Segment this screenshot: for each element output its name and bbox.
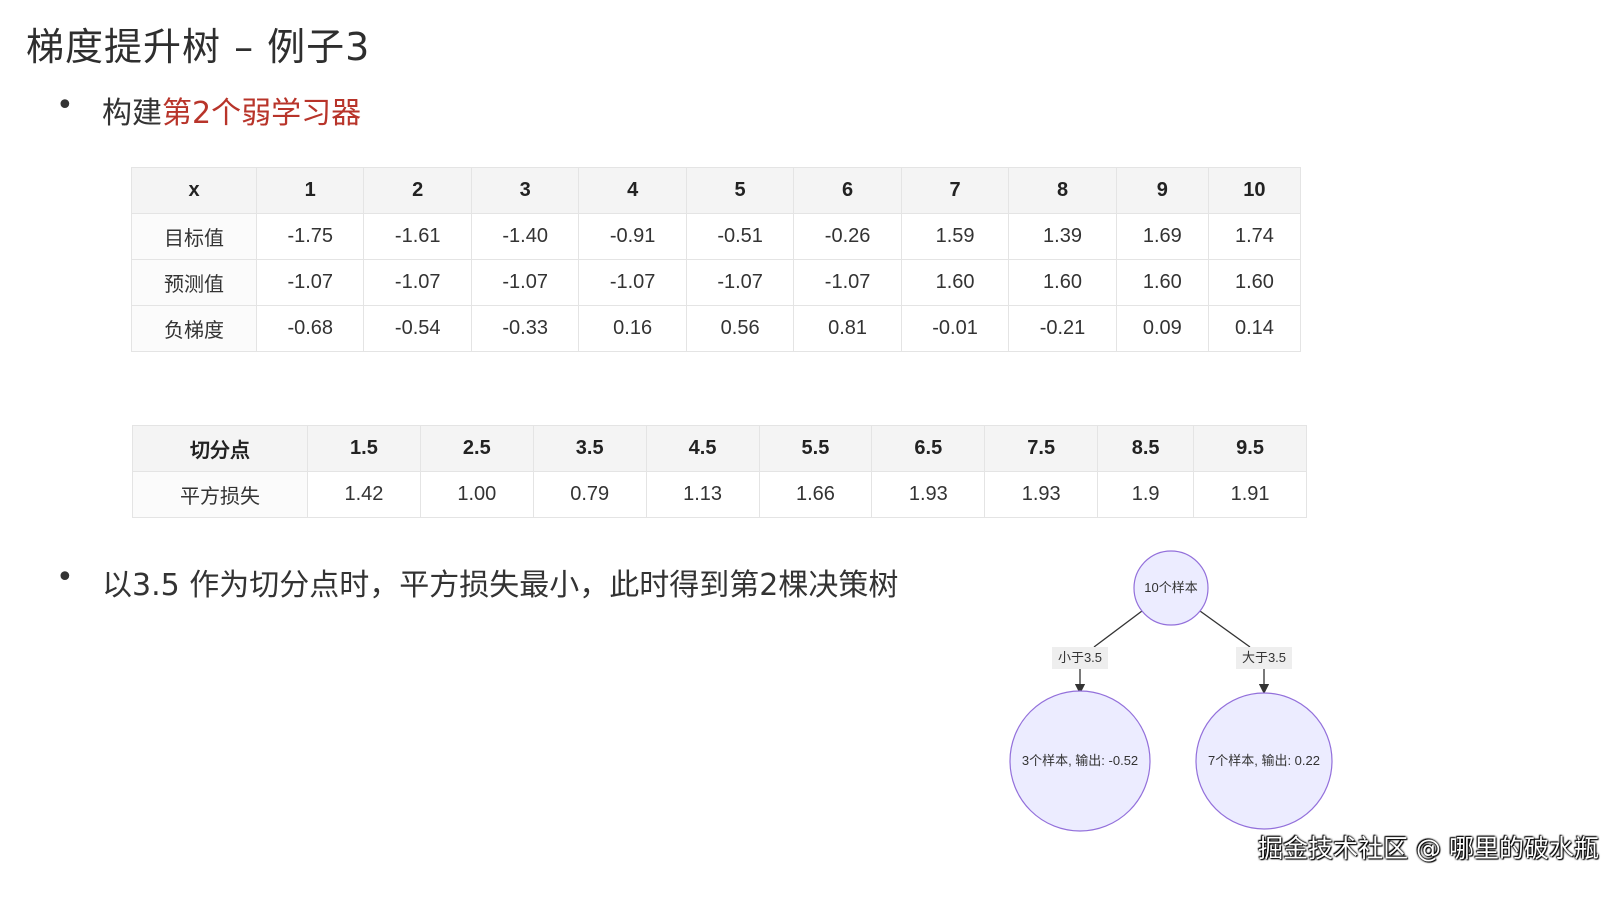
row-label: 预测值 <box>131 259 257 306</box>
table-cell: 0.79 <box>532 471 647 518</box>
root-node-label: 10个样本 <box>1144 580 1197 595</box>
table-cell: 1.66 <box>758 471 873 518</box>
table-cell: 1.60 <box>1115 259 1209 306</box>
table-cell: 1.00 <box>419 471 534 518</box>
bullet-dot: • <box>56 88 74 123</box>
header-cell: 切分点 <box>132 425 308 472</box>
table-cell: -0.91 <box>578 213 687 260</box>
table-cell: -0.26 <box>793 213 902 260</box>
table-cell: 1.60 <box>1207 259 1302 306</box>
header-cell: x <box>131 167 257 214</box>
header-cell: 8 <box>1008 167 1117 214</box>
header-cell: 8.5 <box>1097 425 1195 472</box>
table-cell: 0.16 <box>578 305 687 352</box>
table-cell: -1.75 <box>255 213 365 260</box>
bullet-highlight: 第2个弱学习器 <box>162 96 362 131</box>
header-cell: 3 <box>470 167 580 214</box>
table-cell: 1.69 <box>1115 213 1209 260</box>
root-node <box>1133 550 1209 626</box>
gradient-table: x 1 2 3 4 5 6 7 8 9 10 目标值 -1.75 -1.61 -… <box>131 167 1302 352</box>
table-cell: 1.39 <box>1008 213 1117 260</box>
page-title: 梯度提升树 – 例子3 <box>26 25 371 69</box>
header-cell: 5.5 <box>758 425 873 472</box>
header-cell: 7 <box>900 167 1010 214</box>
header-cell: 6 <box>793 167 902 214</box>
header-cell: 10 <box>1207 167 1302 214</box>
table-row: 负梯度 -0.68 -0.54 -0.33 0.16 0.56 0.81 -0.… <box>131 305 1302 352</box>
table-cell: -1.07 <box>685 259 795 306</box>
header-cell: 1.5 <box>307 425 421 472</box>
header-cell: 9.5 <box>1193 425 1307 472</box>
table-cell: 0.09 <box>1115 305 1209 352</box>
table-cell: 1.93 <box>871 471 986 518</box>
table-cell: 1.93 <box>984 471 1099 518</box>
table-cell: -0.54 <box>363 305 472 352</box>
row-label: 目标值 <box>131 213 257 260</box>
right-edge-line <box>1199 610 1251 648</box>
watermark: 掘金技术社区 @ 哪里的破水瓶 <box>1258 834 1599 863</box>
bullet-prefix: 构建 <box>102 96 162 131</box>
table-cell: -0.21 <box>1008 305 1117 352</box>
header-cell: 6.5 <box>871 425 986 472</box>
bullet-text: 以3.5 作为切分点时，平方损失最小，此时得到第2棵决策树 <box>102 568 899 603</box>
table-cell: -0.51 <box>685 213 795 260</box>
table-cell: -1.07 <box>255 259 365 306</box>
header-cell: 2 <box>363 167 472 214</box>
right-leaf-label: 7个样本, 输出: 0.22 <box>1208 753 1320 768</box>
table-cell: 1.60 <box>1008 259 1117 306</box>
table-row: 预测值 -1.07 -1.07 -1.07 -1.07 -1.07 -1.07 … <box>131 259 1302 306</box>
table-cell: 0.14 <box>1207 305 1302 352</box>
table-cell: 0.56 <box>685 305 795 352</box>
table-cell: 1.74 <box>1207 213 1302 260</box>
table-cell: 1.91 <box>1193 471 1307 518</box>
header-cell: 4 <box>578 167 687 214</box>
table-cell: -1.07 <box>363 259 472 306</box>
row-label: 平方损失 <box>132 471 308 518</box>
header-cell: 1 <box>255 167 365 214</box>
left-leaf-label: 3个样本, 输出: -0.52 <box>1022 753 1138 768</box>
header-cell: 7.5 <box>984 425 1099 472</box>
header-cell: 4.5 <box>645 425 760 472</box>
table-cell: -1.61 <box>363 213 472 260</box>
table-cell: 1.9 <box>1097 471 1195 518</box>
left-edge-label: 小于3.5 <box>1058 650 1102 665</box>
table-cell: 1.59 <box>900 213 1010 260</box>
table-header-row: x 1 2 3 4 5 6 7 8 9 10 <box>131 167 1302 214</box>
table-cell: 1.60 <box>900 259 1010 306</box>
header-cell: 5 <box>685 167 795 214</box>
table-cell: -1.40 <box>470 213 580 260</box>
table-row: 平方损失 1.42 1.00 0.79 1.13 1.66 1.93 1.93 … <box>132 471 1307 518</box>
table-cell: -0.68 <box>255 305 365 352</box>
right-edge-label-bg <box>1236 647 1292 669</box>
left-edge-label-bg <box>1052 647 1108 669</box>
table-cell: 1.13 <box>645 471 760 518</box>
table-cell: -0.01 <box>900 305 1010 352</box>
right-leaf-node <box>1195 692 1333 830</box>
split-loss-table: 切分点 1.5 2.5 3.5 4.5 5.5 6.5 7.5 8.5 9.5 … <box>132 425 1307 518</box>
left-leaf-node <box>1009 690 1151 832</box>
table-cell: -1.07 <box>578 259 687 306</box>
table-cell: -1.07 <box>793 259 902 306</box>
header-cell: 3.5 <box>532 425 647 472</box>
right-edge-label: 大于3.5 <box>1242 650 1286 665</box>
bullet-text: 构建第2个弱学习器 <box>102 88 361 132</box>
table-cell: 1.42 <box>307 471 421 518</box>
decision-tree-diagram: 小于3.5 大于3.5 10个样本 3个样本, 输出: -0.52 7个样本, … <box>1009 550 1333 832</box>
table-cell: -0.33 <box>470 305 580 352</box>
bullet-dot: • <box>56 560 74 595</box>
row-label: 负梯度 <box>131 305 257 352</box>
header-cell: 2.5 <box>419 425 534 472</box>
table-row: 目标值 -1.75 -1.61 -1.40 -0.91 -0.51 -0.26 … <box>131 213 1302 260</box>
header-cell: 9 <box>1115 167 1209 214</box>
table-cell: 0.81 <box>793 305 902 352</box>
left-edge-line <box>1093 610 1143 648</box>
table-header-row: 切分点 1.5 2.5 3.5 4.5 5.5 6.5 7.5 8.5 9.5 <box>132 425 1307 472</box>
table-cell: -1.07 <box>470 259 580 306</box>
